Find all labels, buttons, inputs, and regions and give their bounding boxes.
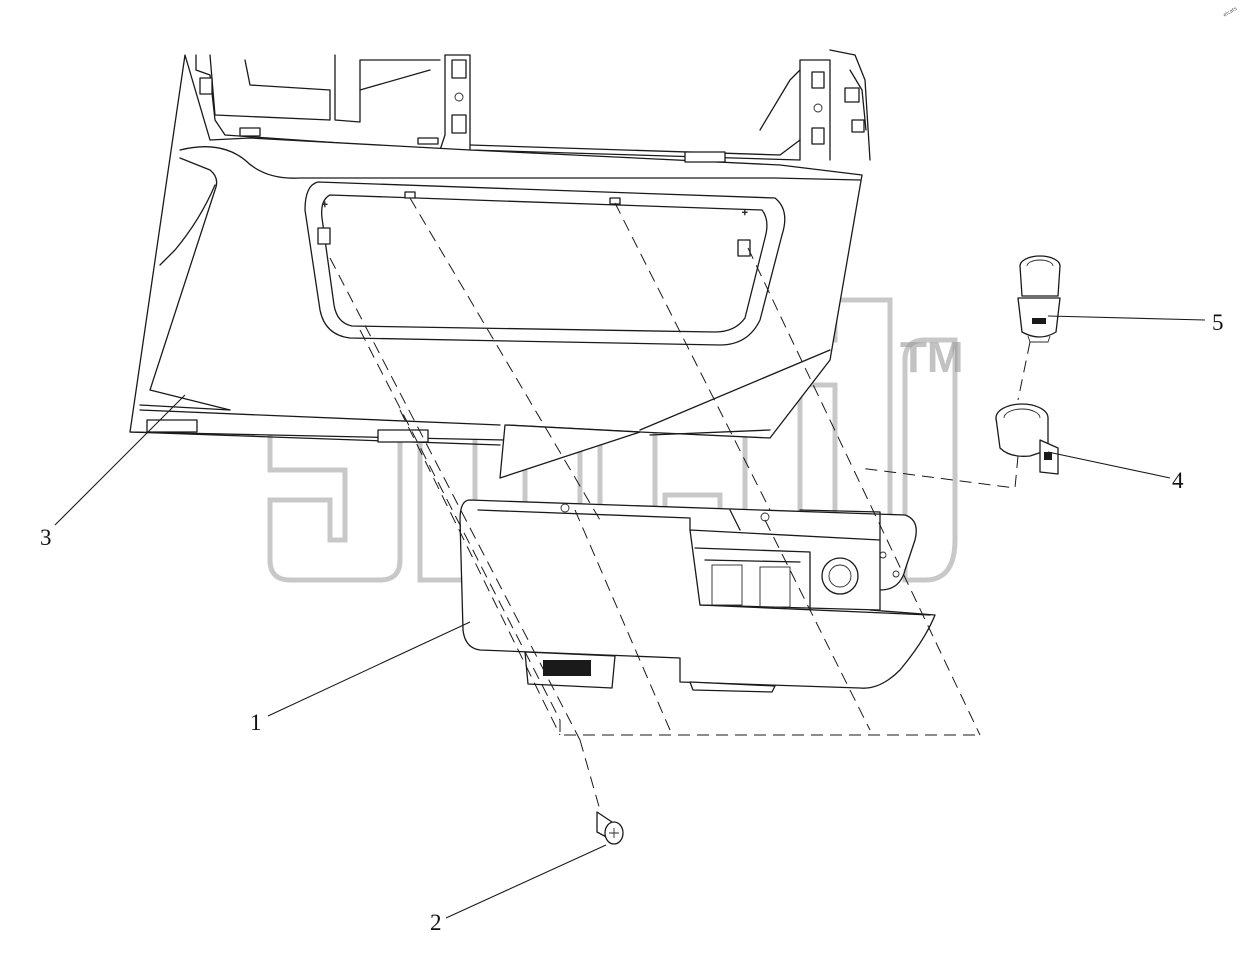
callout-3: 3 — [40, 525, 52, 550]
svg-text:+: + — [742, 208, 748, 219]
socket-housing-part-4 — [995, 403, 1059, 475]
watermark-trademark: TM — [900, 333, 964, 382]
screw-part-2 — [596, 811, 624, 845]
callout-2: 2 — [430, 910, 442, 935]
glove-box-part-1 — [459, 499, 936, 693]
svg-text:+: + — [322, 200, 328, 211]
lighter-part-5 — [1017, 255, 1061, 343]
corner-mark: elcats — [1222, 6, 1238, 19]
callout-4: 4 — [1172, 468, 1184, 493]
callout-5: 5 — [1212, 310, 1224, 335]
dashboard-panel-assembly: + + — [129, 49, 871, 479]
assembly-lines — [329, 197, 1031, 811]
callout-1: 1 — [250, 710, 262, 735]
callout-leaders — [54, 315, 1206, 919]
